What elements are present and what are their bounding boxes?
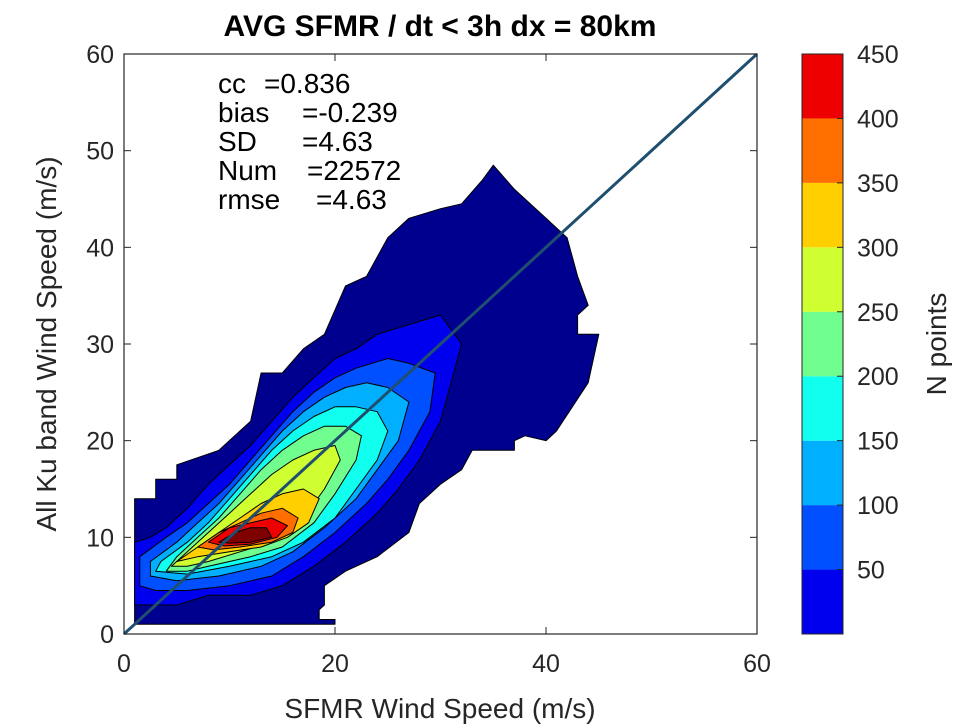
y-tick-label: 20	[86, 428, 114, 456]
y-tick-label: 10	[86, 524, 114, 552]
stat-label: bias	[218, 97, 269, 128]
colorbar-tick-label: 250	[857, 299, 899, 327]
y-axis-label: All Ku band Wind Speed (m/s)	[31, 156, 62, 531]
x-tick-label: 40	[532, 650, 560, 678]
stat-label: SD	[218, 126, 257, 157]
colorbar-segment	[802, 182, 843, 248]
colorbar-segment	[802, 118, 843, 183]
chart-title: AVG SFMR / dt < 3h dx = 80km	[224, 10, 657, 43]
colorbar-segment	[802, 54, 843, 119]
colorbar-tick-label: 400	[857, 105, 899, 133]
colorbar-segment	[802, 440, 843, 506]
stat-value: =-0.239	[302, 97, 398, 128]
colorbar-tick-label: 50	[857, 557, 885, 585]
colorbar-segment	[802, 376, 843, 441]
colorbar-segment	[802, 311, 843, 377]
colorbar-segment	[802, 505, 843, 570]
y-axis-ticks: 0 10 20 30 40 50 60	[86, 41, 757, 649]
y-tick-label: 30	[86, 331, 114, 359]
stat-value: =0.836	[264, 68, 350, 99]
y-tick-label: 40	[86, 234, 114, 262]
x-tick-label: 60	[743, 650, 771, 678]
colorbar-tick-label: 100	[857, 492, 899, 520]
y-tick-label: 0	[100, 621, 114, 649]
colorbar-segment	[802, 569, 843, 634]
colorbar-tick-label: 150	[857, 428, 899, 456]
y-tick-label: 50	[86, 138, 114, 166]
x-tick-label: 0	[117, 650, 131, 678]
stat-label: rmse	[218, 184, 280, 215]
x-tick-label: 20	[321, 650, 349, 678]
colorbar-tick-label: 300	[857, 234, 899, 262]
colorbar-label: N points	[921, 293, 952, 396]
statistics-box: cc=0.836bias=-0.239SD=4.63Num=22572rmse=…	[218, 68, 401, 215]
colorbar-tick-label: 350	[857, 170, 899, 198]
stat-value: =4.63	[302, 126, 373, 157]
stat-label: Num	[218, 155, 277, 186]
reference-line-group	[122, 52, 759, 636]
one-to-one-line	[122, 52, 759, 636]
colorbar: 50 100 150 200 250 300 350 400 450	[801, 41, 899, 635]
colorbar-tick-label: 200	[857, 363, 899, 391]
colorbar-frame	[801, 53, 844, 635]
stat-value: =4.63	[316, 184, 387, 215]
colorbar-tick-label: 450	[857, 41, 899, 69]
x-axis-ticks: 0 20 40 60	[117, 54, 771, 678]
x-axis-label: SFMR Wind Speed (m/s)	[284, 693, 595, 724]
stat-label: cc	[218, 68, 246, 99]
y-tick-label: 60	[86, 41, 114, 69]
colorbar-segment	[802, 247, 843, 312]
stat-value: =22572	[307, 155, 401, 186]
